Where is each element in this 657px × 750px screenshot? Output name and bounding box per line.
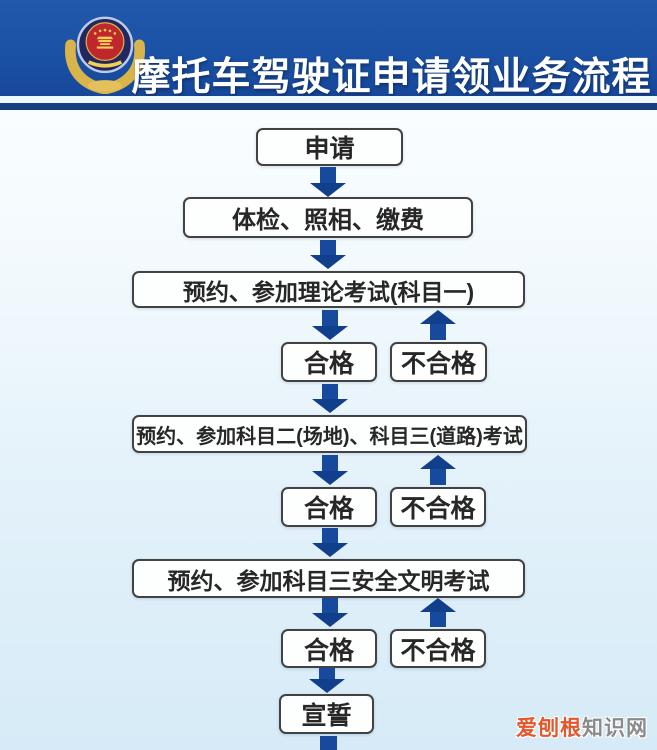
flow-node-oath: 宣誓	[279, 694, 374, 734]
divider-stripe-light	[0, 96, 657, 103]
arrow-down-icon	[312, 598, 348, 627]
divider-stripe-dark	[0, 103, 657, 110]
flow-node-pass-3: 合格	[281, 629, 377, 668]
arrow-up-icon	[420, 598, 456, 627]
arrow-down-icon	[312, 528, 348, 557]
header-bar: 摩托车驾驶证申请领业务流程	[0, 0, 657, 99]
arrow-up-icon	[420, 455, 456, 485]
flow-node-subject3-safety-exam: 预约、参加科目三安全文明考试	[132, 559, 525, 598]
arrow-down-icon	[312, 384, 348, 413]
flow-node-subject1-theory-exam: 预约、参加理论考试(科目一)	[132, 271, 525, 308]
watermark: 爱刨根知识网	[516, 712, 648, 742]
flow-node-apply: 申请	[256, 128, 403, 166]
police-badge-icon	[65, 16, 145, 94]
arrow-down-icon	[312, 310, 348, 340]
arrow-up-icon	[420, 310, 456, 340]
flow-node-fail-2: 不合格	[390, 487, 486, 527]
flow-node-medical-photo-fee: 体检、照相、缴费	[183, 197, 473, 238]
arrow-down-icon	[312, 455, 348, 485]
watermark-suffix: 知识网	[582, 717, 648, 740]
arrow-down-icon	[310, 240, 346, 269]
arrow-down-icon	[310, 167, 346, 197]
flow-node-subject2-subject3-exam: 预约、参加科目二(场地)、科目三(道路)考试	[132, 415, 527, 453]
arrow-down-shaft-icon	[320, 736, 337, 750]
page-title: 摩托车驾驶证申请领业务流程	[131, 56, 652, 100]
flow-node-fail-1: 不合格	[390, 342, 487, 382]
arrow-down-icon	[309, 668, 345, 693]
flow-node-pass-2: 合格	[281, 487, 377, 527]
flow-node-pass-1: 合格	[281, 342, 377, 382]
watermark-brand: 爱刨根	[516, 717, 582, 740]
flow-node-fail-3: 不合格	[390, 629, 486, 668]
